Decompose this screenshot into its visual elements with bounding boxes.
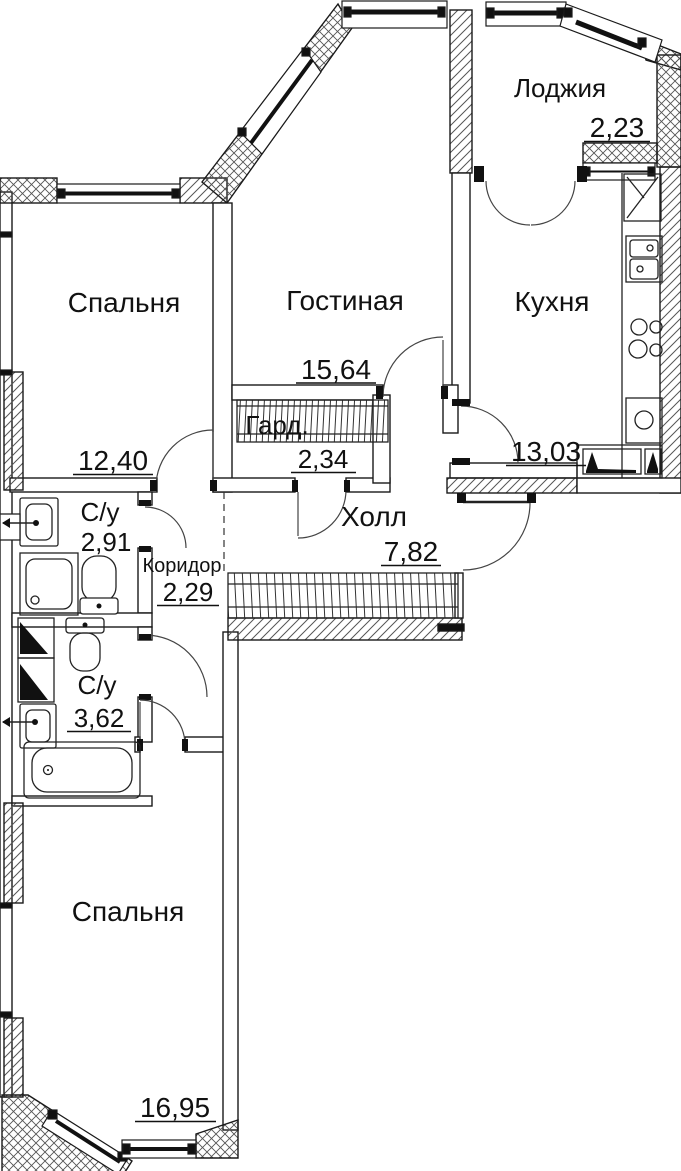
fixtures — [0, 173, 663, 799]
wall-hall-bottom — [227, 617, 463, 641]
kitchen-sink-icon — [625, 235, 663, 283]
living-area: 15,64 — [301, 354, 371, 385]
wall-kitchen-left — [451, 172, 471, 404]
room-labels: Лоджия 2,23 Спальня 12,40 Гостиная 15,64… — [67, 73, 650, 1123]
wall-kitchen-right — [659, 166, 681, 494]
bathroom1-area: 2,91 — [81, 527, 132, 557]
entrance-door — [457, 493, 536, 571]
living-top-window-icon — [341, 0, 448, 29]
hall-closet-icon — [227, 572, 459, 619]
wall-living-bottom — [231, 384, 384, 401]
corridor-area: 2,29 — [163, 577, 214, 607]
corridor-label: Коридор — [143, 555, 222, 577]
bedroom1-door — [150, 429, 217, 491]
wardrobe-rack-icon — [236, 399, 389, 443]
kitchen-area: 13,03 — [511, 436, 581, 467]
wall-left-exterior — [0, 191, 13, 1098]
bathroom2-door — [139, 634, 208, 700]
wall-bedroom1-right — [212, 202, 233, 493]
hall-area: 7,82 — [384, 536, 439, 567]
wall-loggia-bottom — [582, 142, 658, 164]
vent-shaft-icon — [17, 617, 55, 703]
living-diagonal-window-icon — [237, 46, 322, 155]
bathroom2-label: С/у — [78, 670, 117, 700]
bathroom2-area: 3,62 — [74, 703, 125, 733]
bathroom1-door — [139, 500, 187, 552]
bedroom1-label: Спальня — [68, 287, 181, 318]
wardrobe-door — [292, 480, 350, 539]
wall-bedroom2-right — [222, 631, 239, 1131]
toilet-icon — [65, 617, 105, 672]
wall-bay-right — [195, 1119, 239, 1159]
hall-label: Холл — [341, 501, 407, 532]
bathroom-sink-icon — [0, 497, 59, 547]
living-label: Гостиная — [286, 285, 404, 316]
fridge-icon — [623, 173, 662, 222]
stove-icon — [628, 318, 663, 359]
washing-machine-icon — [625, 397, 663, 444]
loggia-label: Лоджия — [514, 73, 606, 103]
bathtub-icon — [23, 741, 141, 799]
kitchen-label: Кухня — [515, 286, 590, 317]
loggia-area: 2,23 — [590, 112, 645, 143]
bedroom1-window-icon — [56, 183, 181, 204]
wall-loggia-divider — [449, 9, 473, 174]
loggia-kitchen-window-icon — [582, 162, 656, 181]
bathroom1-label: С/у — [81, 497, 120, 527]
bedroom1-area: 12,40 — [78, 445, 148, 476]
gard-area: 2,34 — [298, 444, 349, 474]
windows — [0, 0, 663, 1171]
living-room-door — [376, 336, 448, 399]
bedroom2-bay-window-icon — [41, 1109, 197, 1171]
wall-corner-topleft — [0, 177, 58, 204]
shower-tray-icon — [19, 552, 79, 616]
gard-label: Гард. — [245, 410, 308, 440]
balcony-french-door — [474, 166, 587, 226]
bedroom2-label: Спальня — [72, 896, 185, 927]
loggia-angled-window-icon — [559, 3, 663, 63]
toilet-icon — [79, 555, 119, 615]
kitchen-counter-icon — [576, 444, 663, 479]
bedroom2-area: 16,95 — [140, 1092, 210, 1123]
loggia-top-window-icon — [485, 1, 567, 27]
wall-loggia-right — [656, 54, 681, 168]
kitchen-door — [452, 399, 519, 465]
